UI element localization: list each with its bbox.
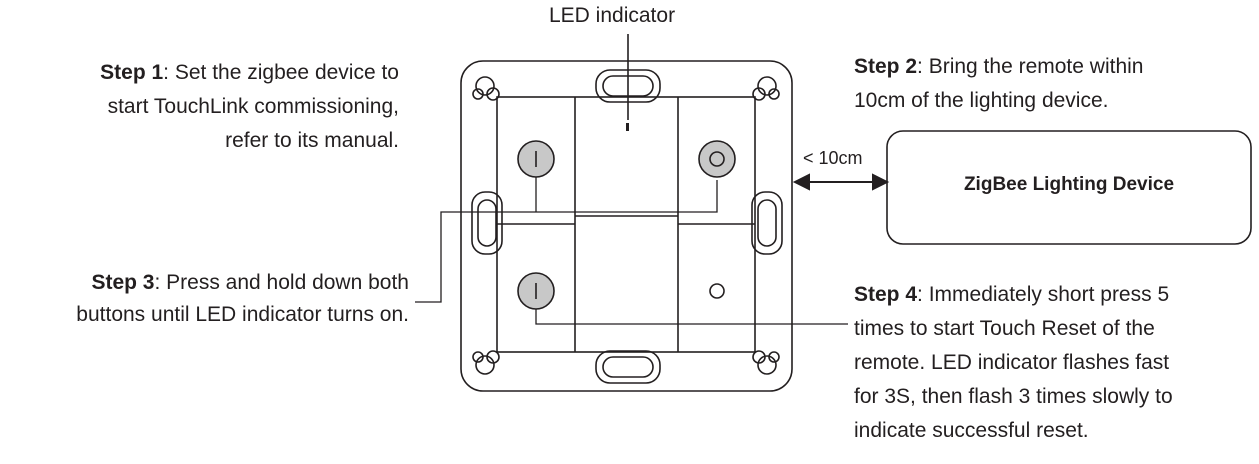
step3-title: Step 3 [91, 271, 155, 294]
remote-outer-frame [460, 60, 793, 392]
step1-text: Step 1: Set the zigbee device to start T… [100, 56, 399, 158]
distance-label: < 10cm [803, 148, 863, 168]
step4-line4: for 3S, then flash 3 times slowly to [854, 385, 1173, 408]
button-top-right [698, 140, 736, 178]
device-label: ZigBee Lighting Device [963, 174, 1175, 195]
step1-line2: start TouchLink commissioning, [107, 95, 399, 118]
corner-hole-br [752, 350, 780, 375]
zigbee-device-box [886, 130, 1252, 245]
bottom-mount-slot [595, 350, 661, 384]
step4-text: Step 4: Immediately short press 5 times … [854, 278, 1173, 448]
step2-line1: : Bring the remote within [917, 55, 1144, 78]
step4-title: Step 4 [854, 283, 918, 306]
step3-text: Step 3: Press and hold down both buttons… [76, 267, 409, 331]
step3-leader [415, 180, 718, 303]
step4-line1: : Immediately short press 5 [917, 283, 1170, 306]
left-mount-slot [471, 191, 503, 255]
step1-line3: refer to its manual. [225, 129, 399, 152]
led-indicator [626, 123, 629, 131]
arrow-right-head [872, 173, 890, 191]
button-bottom-right [709, 283, 725, 299]
step1-title: Step 1 [100, 61, 164, 84]
corner-hole-bl [472, 350, 500, 375]
step1-line1: : Set the zigbee device to [163, 61, 399, 84]
corner-hole-tr [752, 76, 780, 101]
step4-leader [535, 309, 848, 325]
right-mount-slot [751, 191, 783, 255]
step2-title: Step 2 [854, 55, 918, 78]
step2-text: Step 2: Bring the remote within 10cm of … [854, 50, 1143, 118]
step4-line2: times to start Touch Reset of the [854, 317, 1155, 340]
led-indicator-label: LED indicator [549, 4, 676, 27]
step4-line3: remote. LED indicator flashes fast [854, 351, 1170, 374]
corner-hole-tl [472, 76, 500, 101]
step4-line5: indicate successful reset. [854, 419, 1089, 442]
step3-line1: : Press and hold down both [154, 271, 409, 294]
step2-line2: 10cm of the lighting device. [854, 89, 1109, 112]
step3-line2: buttons until LED indicator turns on. [76, 303, 409, 326]
arrow-left-head [792, 173, 810, 191]
